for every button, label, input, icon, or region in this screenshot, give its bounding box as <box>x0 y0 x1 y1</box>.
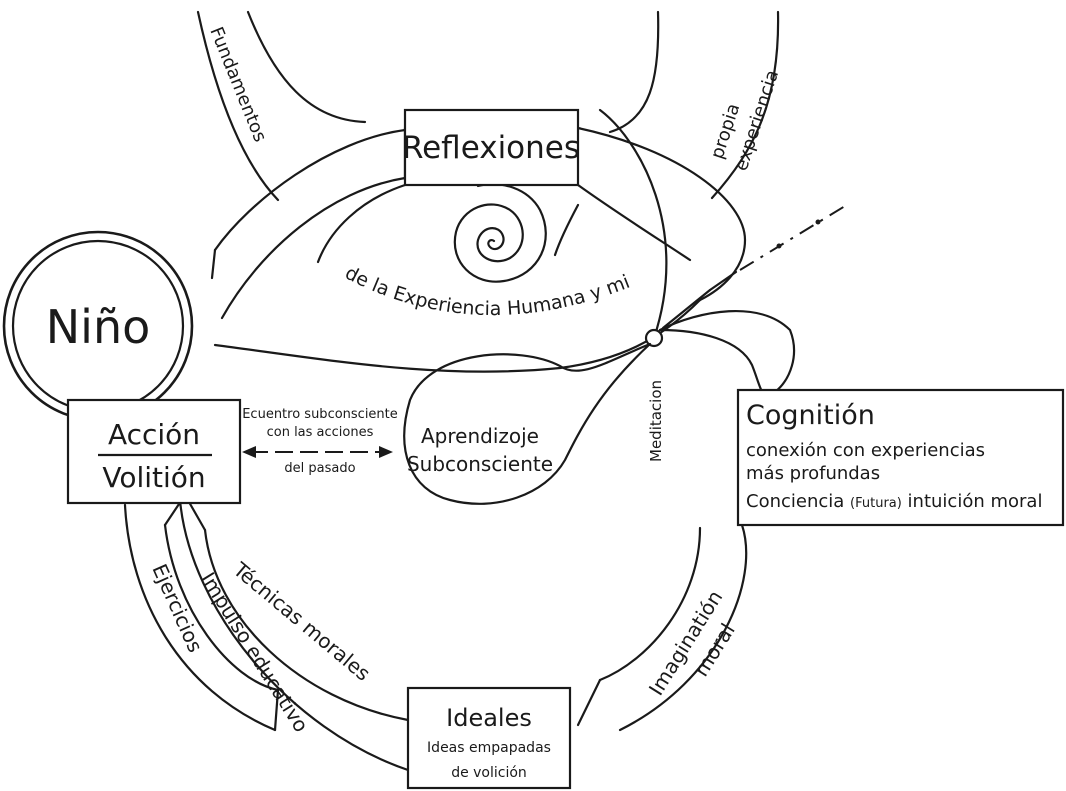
encounter-line-1: Ecuentro subconsciente <box>242 407 398 422</box>
nino-label: Niño <box>46 300 151 354</box>
ideales-line-2: de volición <box>451 765 527 781</box>
cognition-line-2: más profundas <box>746 463 880 484</box>
experience-arc-label: de la Experiencia Humana y mi <box>341 262 632 320</box>
nino-circle: Niño <box>2 230 194 422</box>
spiral <box>453 182 547 283</box>
accion-volicion-box: Acción Volitión <box>66 398 242 505</box>
subconscious-learning-shape <box>403 342 652 505</box>
cognition-line-1: conexión con experiencias <box>746 440 985 461</box>
meditation-node <box>644 328 664 348</box>
ideales-line-1: Ideas empapadas <box>427 740 551 756</box>
cognition-conciencia: Conciencia <box>746 491 850 512</box>
left-bottom-arcs <box>123 493 410 772</box>
cognition-box: Cognitión conexión con experiencias más … <box>736 388 1065 527</box>
aprendizaje-line-2: Subconsciente <box>407 452 553 476</box>
volicion-label: Volitión <box>102 461 205 494</box>
cognition-intuicion: intuición moral <box>902 491 1043 512</box>
reflexiones-label: Reflexiones <box>402 130 580 166</box>
experience-arc-text: de la Experiencia Humana y mi <box>341 262 632 320</box>
cognition-line-3: Conciencia (Futura) intuición moral <box>746 491 1042 512</box>
ideales-box: Ideales Ideas empapadas de volición <box>406 686 572 790</box>
encounter-line-2: con las acciones <box>267 425 374 440</box>
meditacion-label: Meditacion <box>647 380 665 462</box>
top-outer-arc <box>196 10 780 202</box>
encounter-arrow <box>242 446 393 458</box>
accion-label: Acción <box>108 418 200 451</box>
aprendizaje-line-1: Aprendizoje <box>421 424 539 448</box>
imagination-arc <box>576 523 748 732</box>
cognition-title: Cognitión <box>746 400 875 431</box>
ideales-title: Ideales <box>446 704 532 732</box>
encounter-line-3: del pasado <box>284 461 355 476</box>
cognition-futura: (Futura) <box>850 496 902 511</box>
reflexiones-box: Reflexiones <box>402 108 580 187</box>
